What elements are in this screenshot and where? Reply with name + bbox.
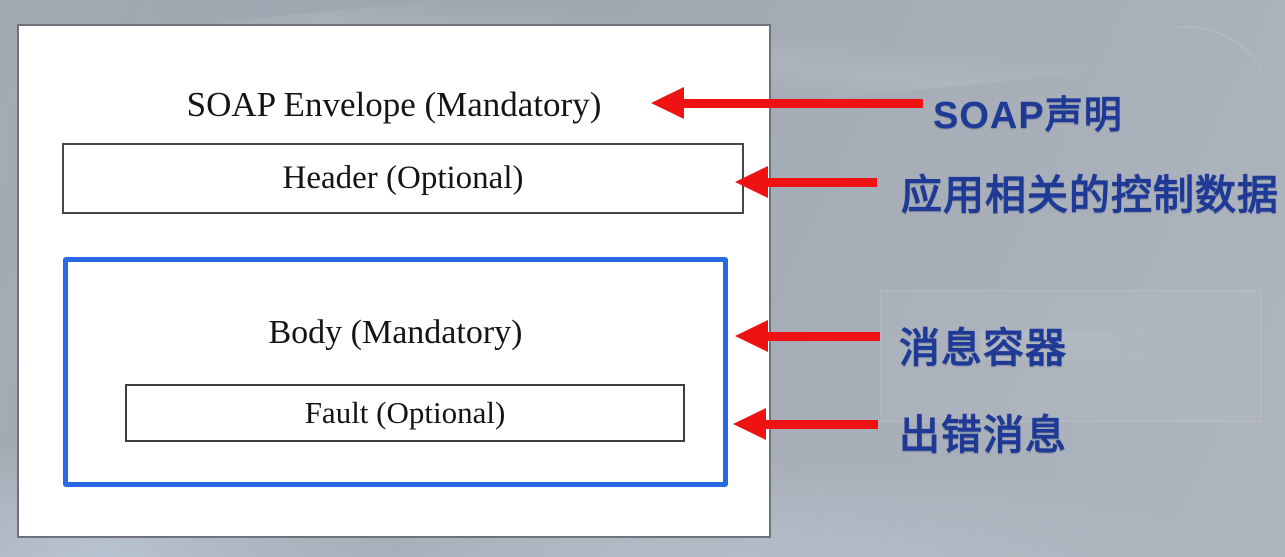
arrow-to-fault-icon bbox=[733, 408, 878, 440]
arrow-head-icon bbox=[735, 320, 768, 352]
arrow-shaft bbox=[763, 419, 878, 429]
annotation-app-control-data: 应用相关的控制数据 bbox=[901, 172, 1279, 218]
arrow-to-header-icon bbox=[735, 166, 877, 198]
soap-envelope-title: SOAP Envelope (Mandatory) bbox=[186, 85, 602, 124]
body-box-label: Body (Mandatory) bbox=[268, 314, 523, 351]
arrow-shaft bbox=[681, 98, 923, 108]
background-curve-artifact bbox=[1126, 6, 1284, 146]
arrow-head-icon bbox=[735, 166, 768, 198]
arrow-head-icon bbox=[733, 408, 766, 440]
arrow-shaft bbox=[765, 331, 880, 341]
arrow-to-envelope-icon bbox=[651, 87, 923, 119]
arrow-to-body-icon bbox=[735, 320, 880, 352]
header-box: Header (Optional) bbox=[62, 143, 744, 214]
arrow-head-icon bbox=[651, 87, 684, 119]
annotation-message-container: 消息容器 bbox=[899, 325, 1067, 371]
annotation-soap-declaration: SOAP声明 bbox=[933, 95, 1123, 137]
annotation-error-message: 出错消息 bbox=[899, 412, 1067, 458]
arrow-shaft bbox=[765, 177, 877, 187]
body-box bbox=[63, 257, 728, 487]
fault-box: Fault (Optional) bbox=[125, 384, 685, 442]
